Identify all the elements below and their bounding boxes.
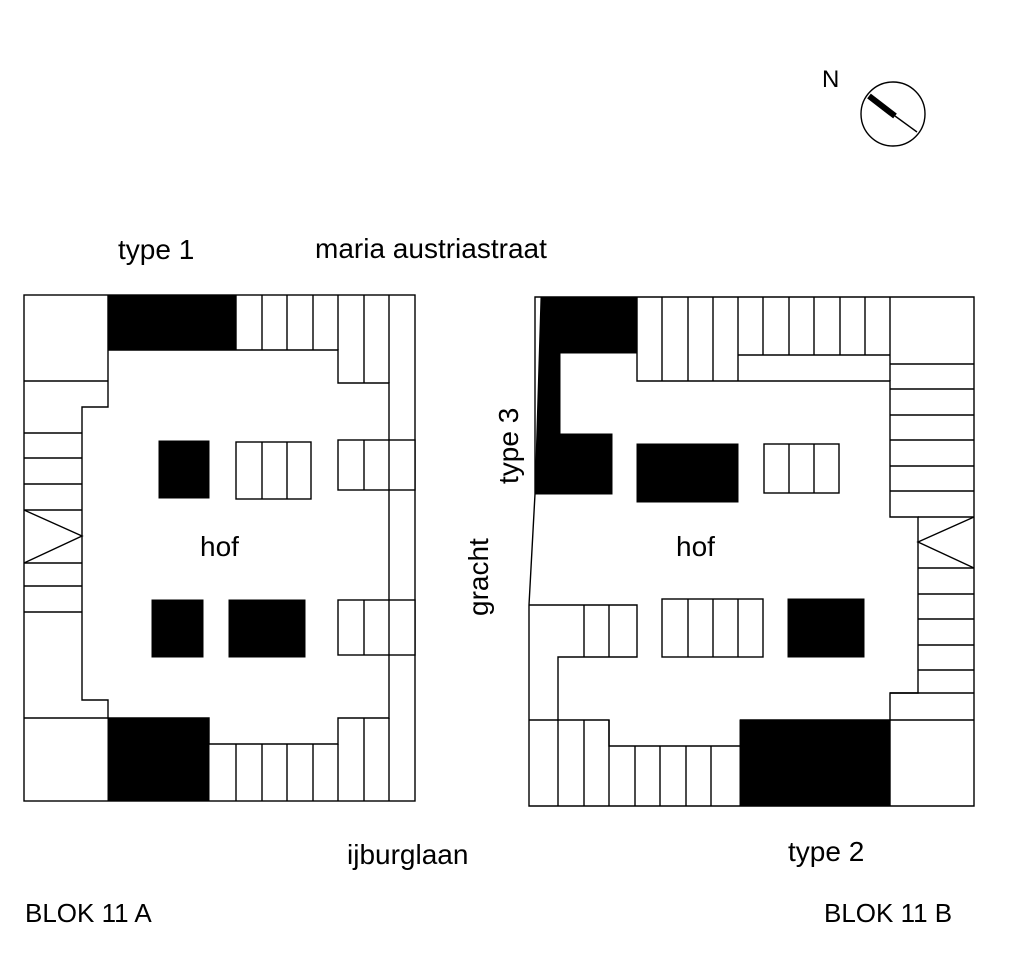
block-b-right-units [890,363,975,721]
block-b-top-units [661,297,891,381]
type-1-label: type 1 [118,234,194,265]
street-top-label: maria austriastraat [315,233,547,264]
court-a-label: hof [200,531,239,562]
block-a-left-units [23,380,108,719]
compass-needle-south [894,115,918,133]
block-a-solid-unit [107,717,210,802]
block-a-passage-marker [23,509,84,564]
type-3-label: type 3 [493,408,524,484]
street-bottom-label: ijburglaan [347,839,468,870]
block-b-inner-units [763,443,840,494]
type-2-label: type 2 [788,836,864,867]
block-a-top-units [235,295,390,383]
compass-needle-north [867,93,897,119]
court-b-label: hof [676,531,715,562]
block-a-solid-unit [151,599,204,658]
block-b-type-3-unit [534,296,638,495]
block-a-type-1-unit [107,294,237,351]
block-b-left-units [529,605,610,806]
block-b-solid-unit [787,598,865,658]
block-b-label: BLOK 11 B [824,898,952,928]
block-11a [23,294,416,802]
block-b-passage-marker [916,516,975,569]
block-b-type-2-unit [739,719,891,807]
block-a-label: BLOK 11 A [25,898,152,928]
compass-ring [860,81,926,147]
block-a-solid-unit [228,599,306,658]
block-b-solid-unit [636,443,739,503]
block-a-solid-unit [158,440,210,499]
block-a-right-units [337,439,416,656]
block-a-bottom-units [235,718,390,801]
north-compass: N [822,66,926,147]
canal-label: gracht [463,538,494,616]
block-a-court-edge [81,295,390,745]
north-label: N [822,66,839,93]
block-a-inner-units [235,441,312,500]
block-11b [528,296,975,807]
